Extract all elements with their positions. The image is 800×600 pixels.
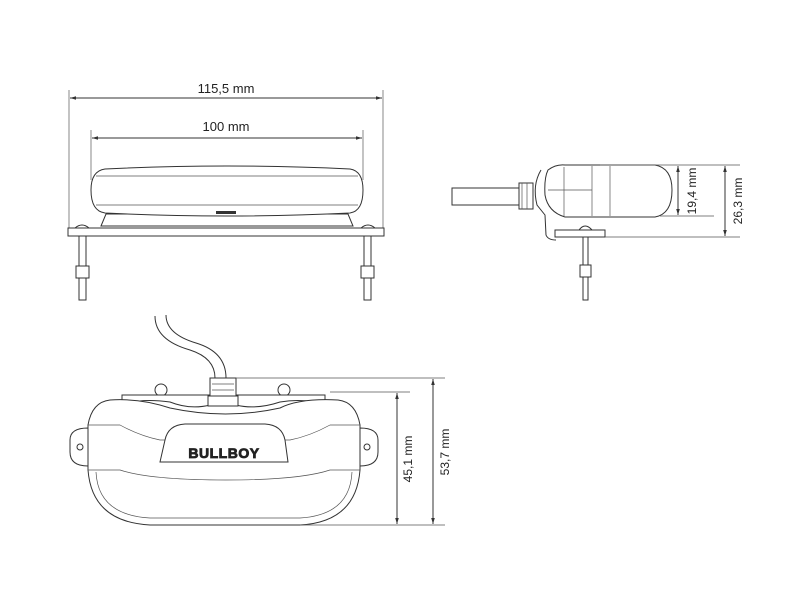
body-width-label: 100 mm (203, 119, 250, 134)
cable (451, 187, 523, 206)
bullboy-logo: BULLBOY (188, 445, 259, 461)
overall-width-label: 115,5 mm (198, 81, 255, 96)
overall-height-label: 26,3 mm (731, 178, 745, 225)
front-view: 115,5 mm 100 mm (67, 81, 385, 301)
mounting-plate (67, 227, 385, 237)
lamp-side-body (544, 164, 673, 218)
body-depth-label: 45,1 mm (401, 436, 415, 483)
top-view: BULLBOY 45,1 mm 53,7 mm (69, 314, 452, 526)
lamp-body (90, 165, 364, 217)
side-view: 19,4 mm 26,3 mm (451, 164, 745, 301)
cable-connector (209, 377, 237, 397)
body-height-label: 19,4 mm (685, 168, 699, 215)
overall-depth-label: 53,7 mm (438, 429, 452, 476)
